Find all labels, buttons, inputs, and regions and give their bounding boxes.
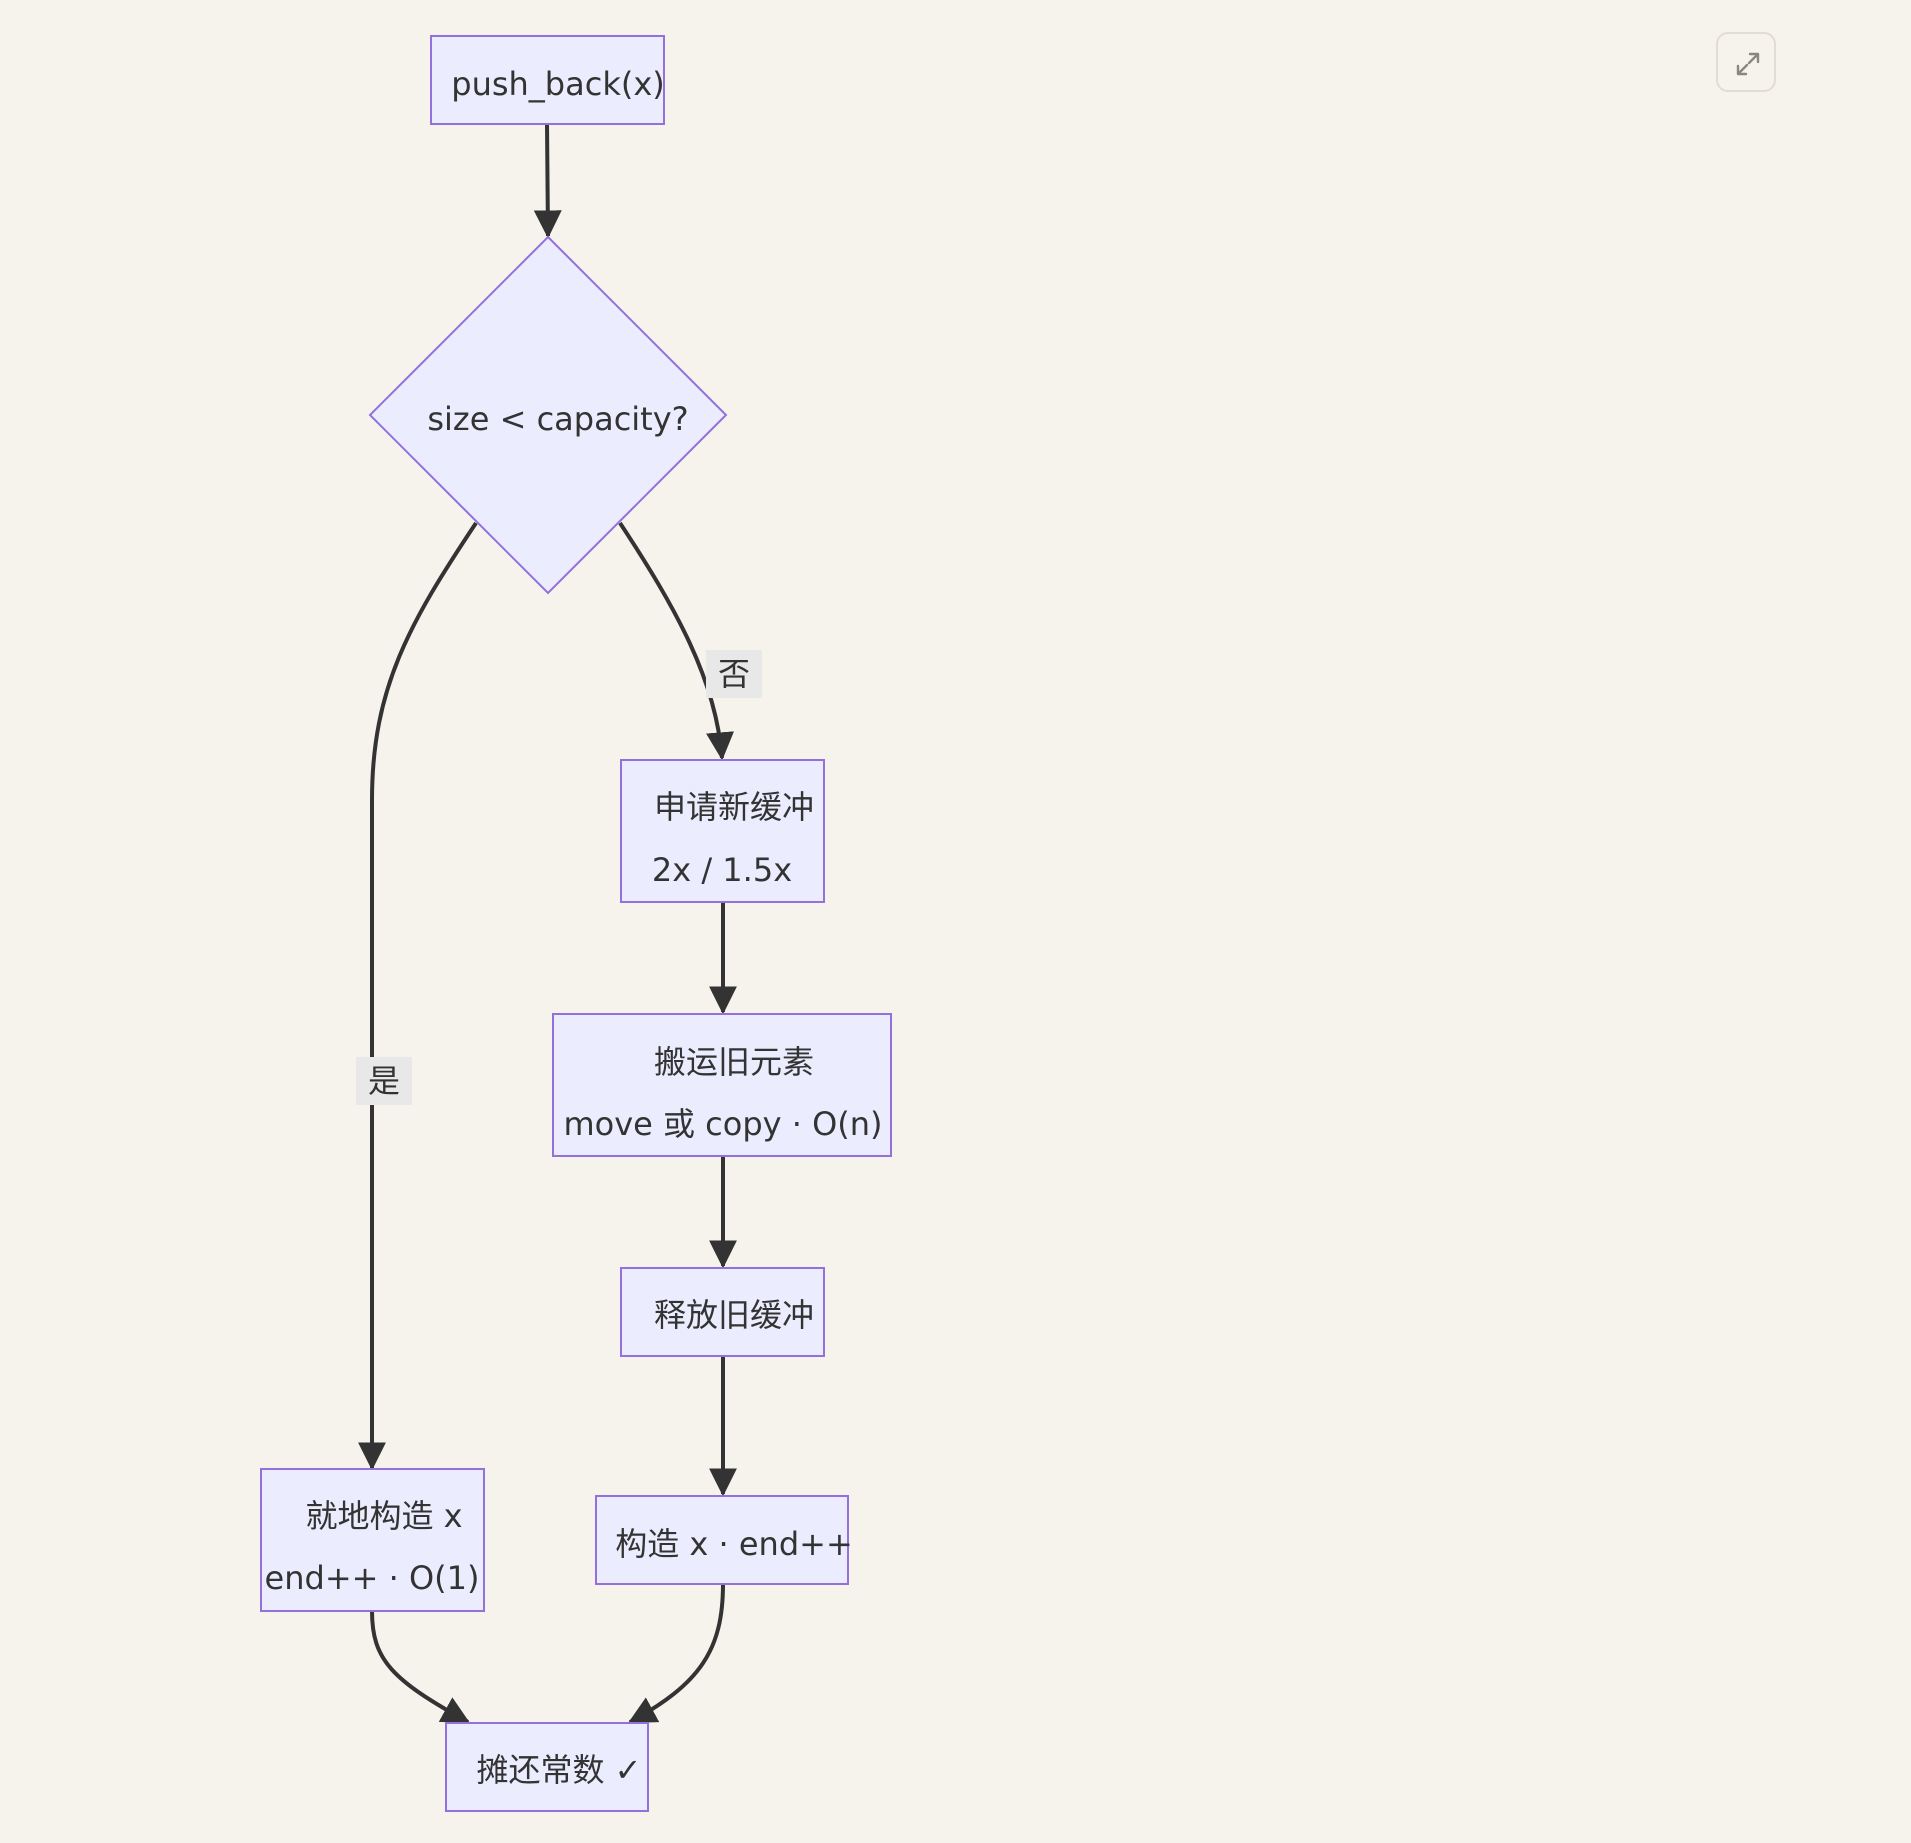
expand-icon <box>1736 52 1760 76</box>
node-move-label-line2: move 或 copy · O(n) <box>563 1105 882 1143</box>
node-decision-diamond <box>368 235 728 595</box>
node-construct-slow-label: 构造 x · end++ <box>615 1525 853 1563</box>
edge-label-yes: 是 <box>356 1057 412 1105</box>
node-construct-fast: 就地构造 x end++ · O(1) <box>260 1468 485 1612</box>
edge-label-no-text: 否 <box>718 655 750 693</box>
node-free: 释放旧缓冲 <box>620 1267 825 1357</box>
node-alloc-box <box>620 759 825 903</box>
node-move-box <box>552 1013 892 1157</box>
node-end-label: 摊还常数 ✓ <box>477 1751 642 1789</box>
node-end: 摊还常数 ✓ <box>445 1722 649 1812</box>
node-free-box <box>620 1267 825 1357</box>
node-move-label-line1: 搬运旧元素 <box>654 1043 814 1081</box>
node-decision: size < capacity? <box>368 235 728 595</box>
edge-construct-to-end <box>627 1583 725 1724</box>
edge-decision-to-alloc <box>618 521 734 761</box>
expand-button[interactable] <box>1716 32 1776 92</box>
node-start-box <box>430 35 665 125</box>
node-end-box <box>445 1722 649 1812</box>
edge-start-to-decision <box>533 123 562 239</box>
node-construct-slow: 构造 x · end++ <box>595 1495 853 1585</box>
node-move: 搬运旧元素 move 或 copy · O(n) <box>552 1013 892 1157</box>
node-construct-fast-box <box>260 1468 485 1612</box>
node-alloc-label-line1: 申请新缓冲 <box>654 788 814 826</box>
edge-label-no-bg <box>706 650 762 698</box>
edge-decision-to-fast-construct <box>358 521 478 1471</box>
edges <box>358 123 737 1724</box>
node-decision-label: size < capacity? <box>427 400 688 438</box>
node-construct-fast-label-line2: end++ · O(1) <box>265 1559 480 1597</box>
node-alloc-label-line2: 2x / 1.5x <box>652 851 792 889</box>
edge-label-yes-bg <box>356 1057 412 1105</box>
node-construct-slow-box <box>595 1495 849 1585</box>
node-construct-fast-label-line1: 就地构造 x <box>305 1497 462 1535</box>
edge-label-no: 否 <box>706 650 762 698</box>
node-start-label: push_back(x) <box>451 65 665 103</box>
node-start: push_back(x) <box>430 35 665 125</box>
node-alloc: 申请新缓冲 2x / 1.5x <box>620 759 825 903</box>
edge-fast-construct-to-end <box>370 1610 471 1724</box>
edge-label-yes-text: 是 <box>368 1062 400 1100</box>
node-free-label: 释放旧缓冲 <box>654 1296 814 1334</box>
